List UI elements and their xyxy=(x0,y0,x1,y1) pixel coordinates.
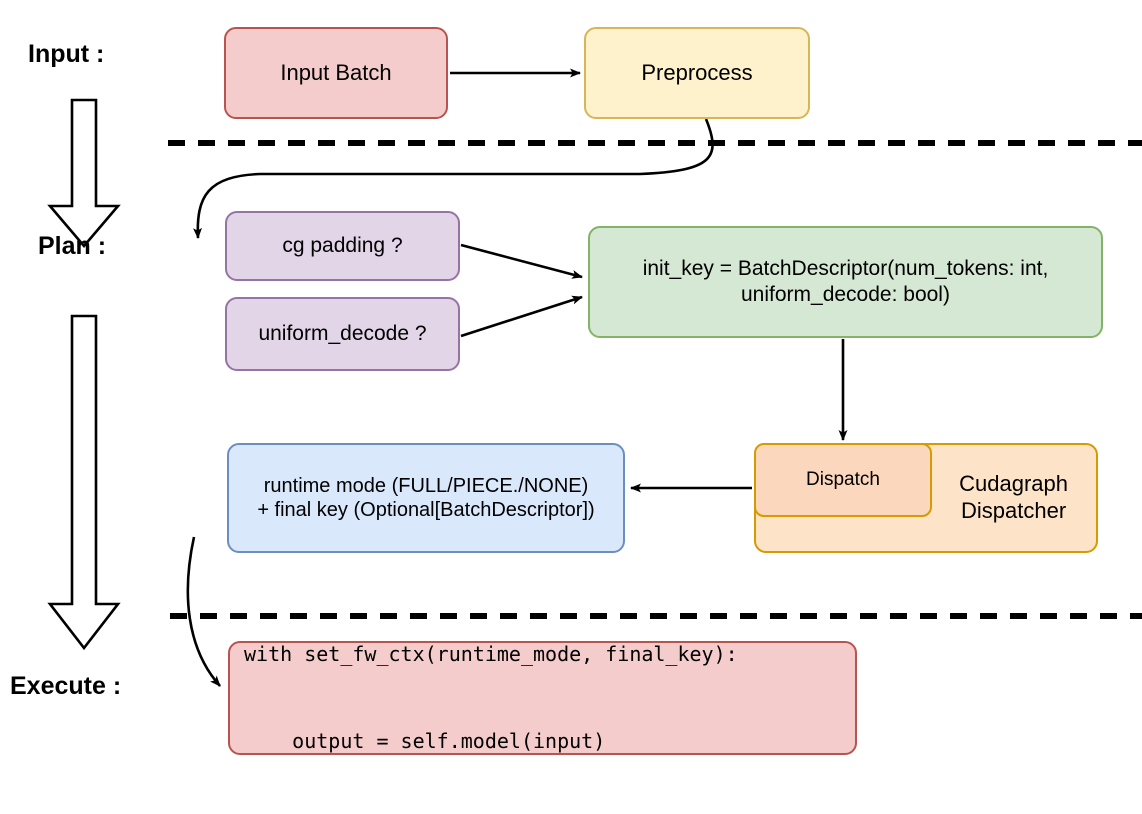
node-code-line1: with set_fw_ctx(runtime_mode, final_key)… xyxy=(244,642,738,666)
node-input-batch[interactable]: Input Batch xyxy=(224,27,448,119)
node-runtime-mode-text: runtime mode (FULL/PIECE./NONE) + final … xyxy=(257,474,594,523)
input-to-plan-block-arrow xyxy=(47,98,121,249)
plan-to-execute-block-arrow xyxy=(47,314,121,651)
stage-label-input: Input : xyxy=(28,40,105,68)
connector-uniform-decode-to-init-key xyxy=(460,295,583,338)
connector-cg-padding-to-init-key xyxy=(460,243,583,279)
node-input-batch-label: Input Batch xyxy=(280,59,392,85)
node-cg-padding-label: cg padding ? xyxy=(282,234,403,258)
node-uniform-decode[interactable]: uniform_decode ? xyxy=(225,297,460,371)
node-cudagraph-dispatcher-line2: Dispatcher xyxy=(960,498,1067,523)
node-runtime-mode[interactable]: runtime mode (FULL/PIECE./NONE) + final … xyxy=(227,443,625,553)
node-runtime-mode-line1: runtime mode (FULL/PIECE./NONE) xyxy=(263,474,589,497)
node-preprocess[interactable]: Preprocess xyxy=(584,27,810,119)
node-uniform-decode-label: uniform_decode ? xyxy=(258,322,427,346)
stage-label-execute: Execute : xyxy=(10,672,122,700)
node-cg-padding[interactable]: cg padding ? xyxy=(225,211,460,281)
node-code-block[interactable]: with set_fw_ctx(runtime_mode, final_key)… xyxy=(228,641,857,755)
stage-label-plan: Plan : xyxy=(38,232,107,260)
node-runtime-mode-line2: + final key (Optional[BatchDescriptor]) xyxy=(257,499,595,521)
node-init-key[interactable]: init_key = BatchDescriptor(num_tokens: i… xyxy=(588,226,1103,338)
diagram-canvas: Input : Plan : Execute : Input Batch Pre… xyxy=(10,27,1142,755)
node-code-text: with set_fw_ctx(runtime_mode, final_key)… xyxy=(244,582,738,814)
node-dispatch[interactable]: Dispatch xyxy=(754,443,932,517)
node-code-line2: output = self.model(input) xyxy=(244,729,606,753)
node-cudagraph-dispatcher-line1: Cudagraph xyxy=(959,471,1068,497)
node-cudagraph-dispatcher-text: Cudagraph Dispatcher xyxy=(959,471,1068,525)
node-init-key-line2: uniform_decode: bool) xyxy=(741,283,950,306)
connector-runtime-mode-to-code xyxy=(186,536,221,687)
node-init-key-line1: init_key = BatchDescriptor(num_tokens: i… xyxy=(642,257,1049,281)
node-dispatch-label: Dispatch xyxy=(806,469,880,491)
node-preprocess-label: Preprocess xyxy=(641,59,753,85)
node-init-key-text: init_key = BatchDescriptor(num_tokens: i… xyxy=(643,256,1049,307)
